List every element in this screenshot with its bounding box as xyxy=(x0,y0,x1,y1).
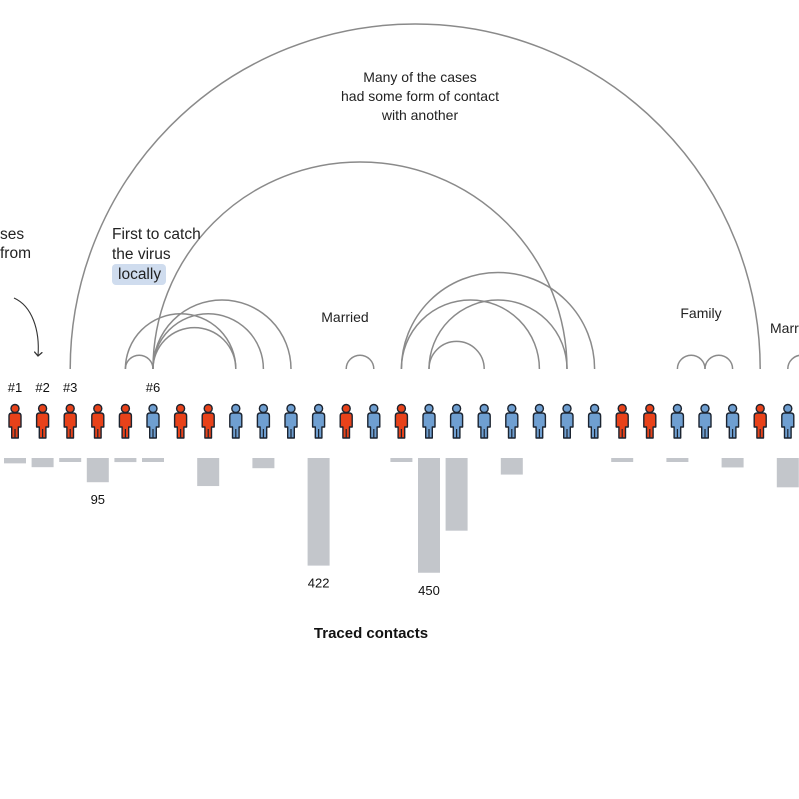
contact-bars xyxy=(4,458,799,573)
case-figure-12 xyxy=(311,403,326,439)
contact-arc-3-28 xyxy=(69,23,761,370)
case-figure-27 xyxy=(725,403,740,439)
contact-bar-4 xyxy=(86,458,109,483)
case-figure-26 xyxy=(698,403,712,439)
married-label: Married xyxy=(321,309,368,325)
contact-bar-23 xyxy=(611,458,634,462)
contact-bar-2 xyxy=(31,458,54,468)
contact-arc-25-26 xyxy=(676,354,706,370)
case-label-6: #6 xyxy=(146,380,160,395)
contact-arc-6-21 xyxy=(152,161,568,370)
contact-note-line-3: with another xyxy=(381,107,459,123)
case-figure-1 xyxy=(8,403,22,439)
contact-bar-16 xyxy=(418,458,440,573)
contact-bar-27 xyxy=(721,458,744,468)
case-labels: #1 #2 #3 #6 xyxy=(8,380,160,395)
case-figure-8 xyxy=(201,403,215,439)
imported-arrow xyxy=(13,297,38,356)
case-figure-22 xyxy=(587,403,602,439)
case-figure-20 xyxy=(532,403,547,439)
case-figure-18 xyxy=(477,403,491,439)
case-figure-23 xyxy=(615,403,629,439)
contact-arc-15-22 xyxy=(400,271,596,370)
case-figures xyxy=(8,403,795,439)
first-local-note-line-1: First to catch xyxy=(112,226,201,243)
case-figure-15 xyxy=(394,403,409,439)
bar-value-label-12: 422 xyxy=(308,576,330,591)
imported-note-line-2: from xyxy=(0,245,31,262)
contact-bar-25 xyxy=(666,458,689,462)
case-label-3: #3 xyxy=(63,380,77,395)
case-figure-9 xyxy=(229,403,243,439)
family-label: Family xyxy=(680,305,721,321)
contact-arc-13-14 xyxy=(345,354,375,370)
chart-title: Traced contacts xyxy=(314,625,428,642)
case-figure-3 xyxy=(63,403,77,439)
contact-bar-15 xyxy=(390,458,413,462)
contact-bar-17 xyxy=(445,458,468,531)
contact-bar-12 xyxy=(307,458,330,566)
imported-note-line-1: ses xyxy=(0,226,24,243)
case-figure-4 xyxy=(91,403,105,439)
bar-value-labels: 95 422 450 xyxy=(91,492,440,598)
case-figure-10 xyxy=(256,403,271,439)
case-figure-2 xyxy=(35,403,50,439)
case-figure-7 xyxy=(173,403,188,439)
bar-value-label-16: 450 xyxy=(418,583,440,598)
contact-bar-19 xyxy=(500,458,523,475)
contact-bar-5 xyxy=(114,458,137,463)
case-figure-16 xyxy=(422,403,436,439)
case-figure-13 xyxy=(339,403,353,439)
married-label-partial: Marr xyxy=(770,320,799,336)
contact-arc-5-6 xyxy=(124,354,154,370)
case-figure-25 xyxy=(670,403,685,439)
case-figure-14 xyxy=(367,403,381,439)
contact-arc-6-10 xyxy=(152,313,265,370)
contact-arc-29-30 xyxy=(787,354,799,370)
bar-value-label-4: 95 xyxy=(91,492,105,507)
contact-bar-10 xyxy=(252,458,275,469)
contact-arc-16-18 xyxy=(428,340,485,370)
locally-highlight xyxy=(112,264,166,285)
contact-bar-3 xyxy=(59,458,82,462)
contact-arc-16-21 xyxy=(428,299,568,370)
contact-arc-26-27 xyxy=(704,354,734,370)
contact-bar-1 xyxy=(4,458,26,464)
case-figure-29 xyxy=(781,403,795,439)
case-figure-6 xyxy=(146,403,160,439)
case-label-1: #1 xyxy=(8,380,22,395)
contact-arc-5-9 xyxy=(124,313,237,370)
first-local-note-line-3: locally xyxy=(118,266,161,283)
contact-bar-6 xyxy=(142,458,164,462)
contact-arcs xyxy=(69,23,799,370)
contact-bar-29 xyxy=(776,458,799,488)
contact-arc-6-9 xyxy=(152,326,237,370)
contact-arc-6-11 xyxy=(152,299,292,370)
contact-arc-15-20 xyxy=(400,299,541,370)
contact-note-line-1: Many of the cases xyxy=(363,69,477,85)
contact-bar-8 xyxy=(197,458,220,487)
case-figure-17 xyxy=(449,403,464,439)
first-local-note-line-2: the virus xyxy=(112,246,171,263)
case-figure-24 xyxy=(643,403,657,439)
case-figure-5 xyxy=(118,403,133,439)
case-figure-19 xyxy=(505,403,519,439)
case-figure-21 xyxy=(560,403,574,439)
case-label-2: #2 xyxy=(35,380,49,395)
contact-note-line-2: had some form of contact xyxy=(341,88,499,104)
case-figure-11 xyxy=(284,403,298,439)
case-figure-28 xyxy=(753,403,767,439)
